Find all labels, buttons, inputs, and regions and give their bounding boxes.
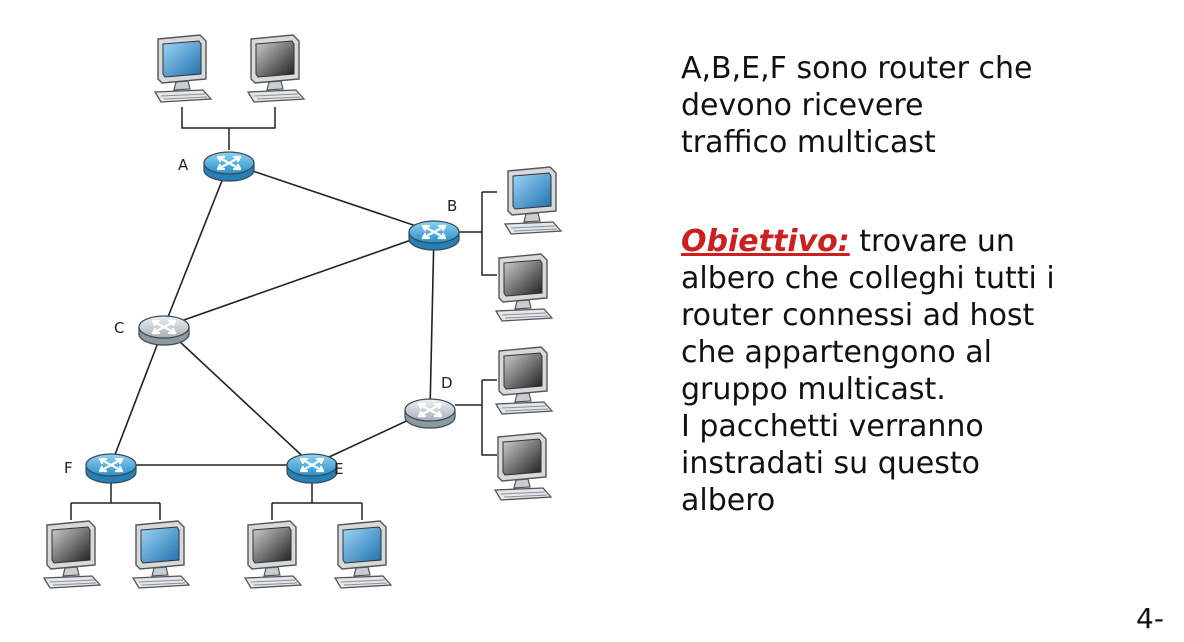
router-d-icon bbox=[404, 398, 456, 429]
router-e-icon bbox=[286, 453, 338, 484]
host-wire bbox=[181, 107, 276, 150]
description-panel: A,B,E,F sono router che devono ricevere … bbox=[681, 50, 1181, 519]
router-d-label: D bbox=[441, 374, 453, 392]
objective-text: trovare un bbox=[849, 224, 1015, 259]
member-host-icon bbox=[153, 34, 213, 103]
router-f-label: F bbox=[64, 459, 73, 477]
link-c-f bbox=[110, 326, 165, 466]
host-wire bbox=[455, 379, 497, 456]
intro-line: devono ricevere bbox=[681, 88, 924, 123]
router-e-label: E bbox=[334, 460, 343, 478]
host-icon bbox=[243, 520, 303, 589]
objective-line: instradati su questo bbox=[681, 446, 980, 481]
objective-line: router connessi ad host bbox=[681, 298, 1035, 333]
link-c-e bbox=[163, 326, 313, 466]
intro-paragraph: A,B,E,F sono router che devono ricevere … bbox=[681, 50, 1181, 161]
objective-first-line: Obiettivo: trovare un bbox=[681, 223, 1181, 260]
router-f-icon bbox=[85, 453, 137, 484]
host-wire bbox=[70, 478, 161, 520]
router-b-label: B bbox=[447, 197, 457, 215]
intro-line: traffico multicast bbox=[681, 125, 936, 160]
link-a-c bbox=[163, 162, 230, 328]
link-b-c bbox=[163, 231, 435, 328]
intro-line: A,B,E,F sono router che bbox=[681, 51, 1033, 86]
router-b-icon bbox=[408, 220, 460, 251]
member-host-icon bbox=[333, 520, 393, 589]
host-icon bbox=[246, 34, 306, 103]
objective-line: albero che colleghi tutti i bbox=[681, 261, 1055, 296]
member-host-icon bbox=[503, 166, 563, 235]
router-c-label: C bbox=[114, 319, 124, 337]
objective-label: Obiettivo: bbox=[681, 224, 850, 259]
host-icon bbox=[493, 432, 553, 501]
multicast-network-diagram: A B C D E F bbox=[42, 34, 563, 589]
host-wire bbox=[271, 478, 363, 520]
page-number: 4- bbox=[1136, 602, 1164, 635]
router-a-label: A bbox=[178, 156, 189, 174]
host-icon bbox=[494, 346, 554, 415]
member-host-icon bbox=[131, 520, 191, 589]
objective-line: gruppo multicast. bbox=[681, 372, 946, 407]
objective-line: albero bbox=[681, 483, 776, 518]
host-icon bbox=[42, 520, 102, 589]
link-a-b bbox=[228, 162, 435, 233]
objective-line: I pacchetti verranno bbox=[681, 409, 984, 444]
host-icon bbox=[494, 253, 554, 322]
router-a-icon bbox=[203, 151, 255, 182]
objective-line: che appartengono al bbox=[681, 335, 992, 370]
router-c-icon bbox=[138, 315, 190, 346]
objective-paragraph: Obiettivo: trovare un albero che collegh… bbox=[681, 223, 1181, 519]
host-wire bbox=[458, 191, 497, 276]
link-b-d bbox=[429, 231, 435, 411]
